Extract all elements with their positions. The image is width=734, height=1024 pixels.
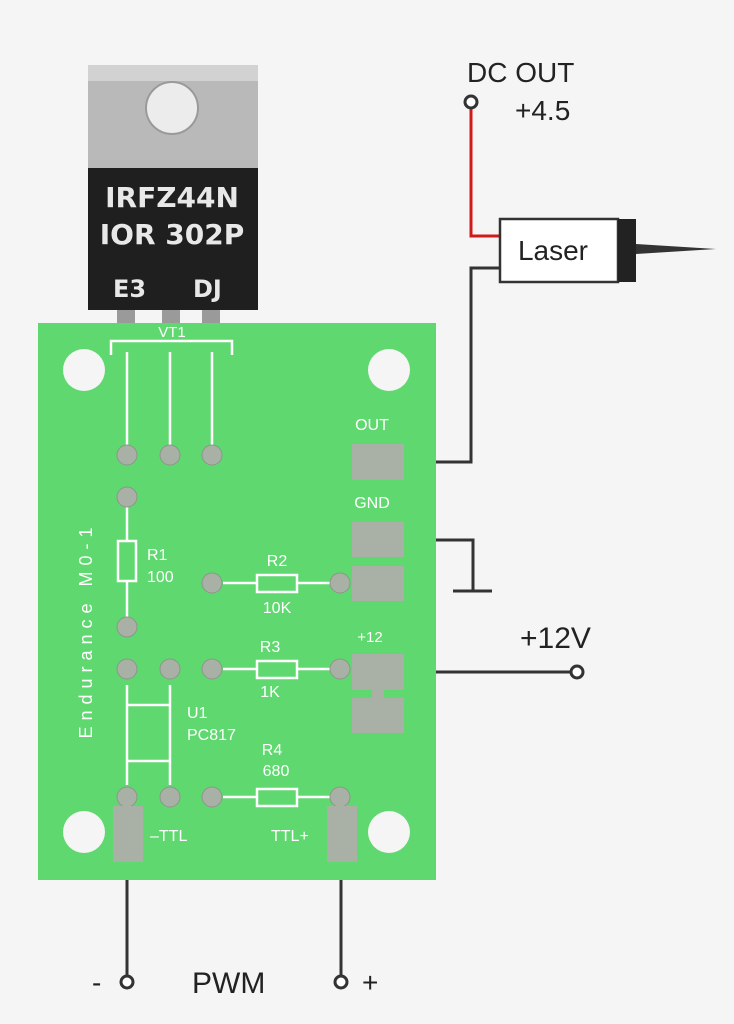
via-pad (201, 444, 223, 466)
solder-pads (113, 444, 404, 862)
mounting-hole (63, 811, 105, 853)
mosfet: IRFZ44N IOR 302P E3 DJ (88, 65, 258, 326)
r1-name: R1 (147, 547, 168, 564)
via-pad (159, 444, 181, 466)
mounting-hole (63, 349, 105, 391)
pad-out-label: OUT (355, 417, 389, 434)
dc-out-voltage: +4.5 (515, 95, 570, 126)
mounting-hole (368, 811, 410, 853)
through-hole-pads (116, 444, 351, 808)
u1-name: U1 (187, 705, 208, 722)
mosfet-leg-drain (162, 310, 180, 326)
brand-label: Endurance M0-1 (76, 521, 96, 738)
via-pad (201, 786, 223, 808)
via-pad (159, 786, 181, 808)
mosfet-body (88, 168, 258, 310)
via-pad (201, 658, 223, 680)
supply-label: +12V (520, 622, 591, 655)
via-pad (329, 658, 351, 680)
via-pad (159, 658, 181, 680)
silkscreen (109, 339, 330, 808)
pwm-minus-terminal (119, 974, 135, 990)
mounting-hole (368, 349, 410, 391)
r3-name: R3 (260, 639, 281, 656)
r2-name: R2 (267, 553, 288, 570)
r3-value: 1K (260, 684, 280, 701)
mosfet-part-number: IRFZ44N (105, 181, 239, 214)
pcb-board: VT1 Endurance M0-1 R1 100 R2 10K R3 1K U… (38, 323, 436, 880)
dc-out-label: DC OUT (467, 57, 574, 88)
pad-plus12-label: +12 (357, 629, 382, 646)
pad-out (352, 444, 404, 480)
pwm-label: PWM (192, 967, 265, 1000)
pwm-plus-terminal (333, 974, 349, 990)
r4-value: 680 (263, 763, 290, 780)
via-pad (116, 786, 138, 808)
mosfet-mark-right: DJ (193, 275, 222, 303)
out-wire (404, 266, 500, 464)
r4-name: R4 (262, 742, 283, 759)
pwm-minus-label: - (92, 967, 101, 998)
mosfet-lot-code: IOR 302P (100, 218, 245, 251)
via-pad (116, 658, 138, 680)
mosfet-mounting-hole (145, 81, 199, 135)
via-pad (201, 572, 223, 594)
pad-ttl-minus (113, 806, 143, 862)
mosfet-leg-source (202, 310, 220, 326)
laser-label: Laser (518, 235, 588, 266)
pad-gnd-lower (352, 566, 404, 601)
laser-module: Laser (498, 217, 716, 284)
pad-plus12 (352, 654, 404, 733)
mosfet-leg-gate (117, 310, 135, 326)
via-pad (116, 444, 138, 466)
dc-out-wire (469, 102, 500, 238)
pad-gnd-label: GND (354, 495, 390, 512)
via-pad (329, 786, 351, 808)
via-pad (116, 616, 138, 638)
dc-out-terminal (463, 94, 479, 110)
vt1-label: VT1 (158, 324, 186, 341)
pad-ttl-plus-label: TTL+ (271, 828, 309, 845)
pad-ttl-minus-label: –TTL (150, 828, 187, 845)
pad-ttl-plus (327, 806, 357, 862)
supply-terminal (569, 664, 585, 680)
u1-value: PC817 (187, 727, 236, 744)
via-pad (329, 572, 351, 594)
laser-beam (636, 244, 716, 254)
via-pad (116, 486, 138, 508)
r1-value: 100 (147, 569, 174, 586)
pwm-plus-label: + (362, 967, 378, 998)
pad-gnd (352, 522, 404, 557)
r2-value: 10K (263, 600, 292, 617)
mosfet-mark-left: E3 (113, 275, 146, 303)
